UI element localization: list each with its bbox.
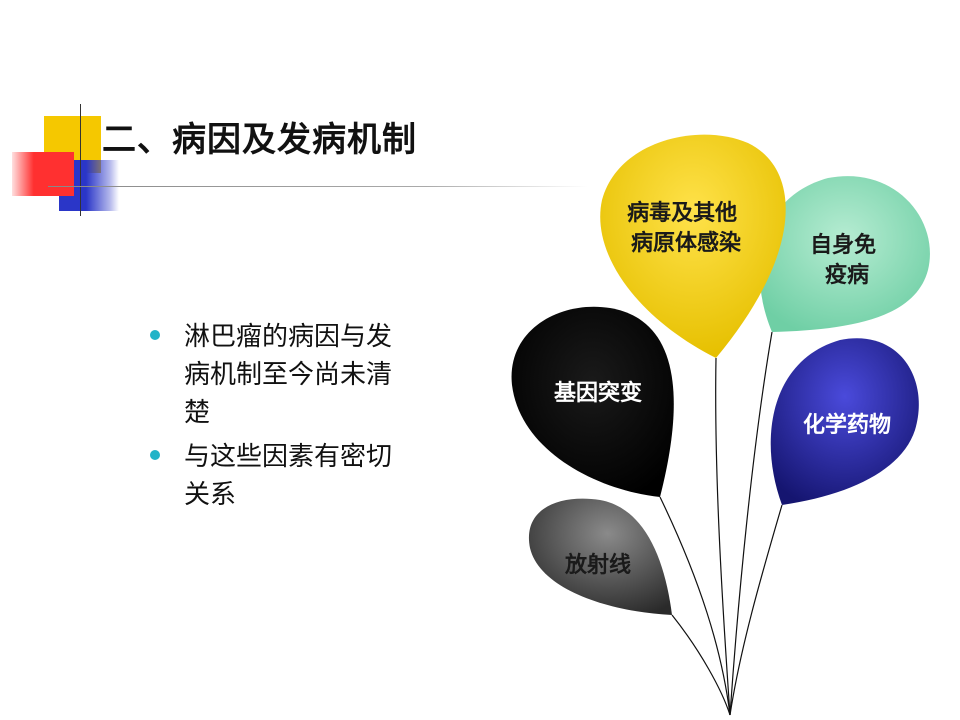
balloon-label-radiation: 放射线: [564, 552, 631, 578]
balloon-gene: [511, 306, 674, 497]
balloon-label-chemical: 化学药物: [803, 412, 891, 438]
string-autoimmune: [729, 331, 773, 716]
bullet-list: 淋巴瘤的病因与发 病机制至今尚未清 楚 与这些因素有密切 关系: [150, 318, 450, 520]
balloon-autoimmune: [759, 176, 930, 332]
balloon-label-autoimmune: 自身免 疫病: [810, 232, 884, 288]
balloon-chemical: [770, 338, 919, 505]
bullet-line: 关系: [184, 480, 237, 510]
deco-red-square: [12, 152, 74, 196]
string-radiation: [671, 614, 731, 716]
balloon-label-infection: 病毒及其他 病原体感染: [627, 200, 745, 256]
title-underline: [48, 186, 588, 187]
bullet-item: 与这些因素有密切 关系: [150, 438, 450, 514]
balloon-label-gene: 基因突变: [554, 380, 642, 406]
bullet-item: 淋巴瘤的病因与发 病机制至今尚未清 楚: [150, 318, 450, 432]
bullet-line: 淋巴瘤的病因与发: [184, 322, 393, 352]
string-chemical: [729, 504, 783, 716]
bullet-dot-icon: [150, 330, 160, 340]
bullet-dot-icon: [150, 450, 160, 460]
deco-vertical-line: [80, 104, 81, 216]
balloon-strings: [659, 331, 783, 716]
string-gene: [659, 496, 731, 716]
bullet-line: 病机制至今尚未清: [184, 360, 393, 390]
balloon-radiation: [528, 498, 672, 615]
bullet-line: 与这些因素有密切: [184, 442, 393, 472]
bullet-line: 楚: [184, 398, 211, 428]
page-title: 二、病因及发病机制: [102, 120, 417, 160]
string-infection: [715, 357, 731, 716]
balloon-infection: [600, 134, 786, 358]
